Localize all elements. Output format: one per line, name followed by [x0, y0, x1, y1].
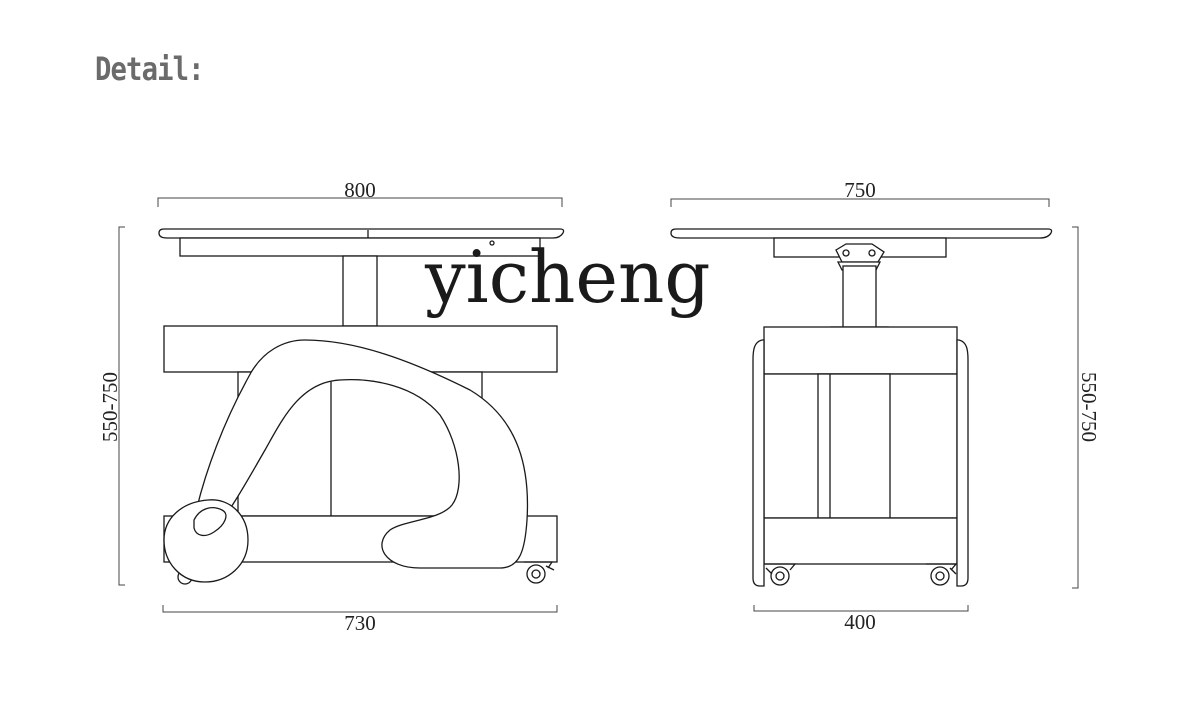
side-base-box [763, 517, 958, 565]
side-rail-left [752, 339, 765, 587]
side-bottom-width-label: 400 [844, 610, 876, 634]
front-curved-arm [192, 339, 529, 569]
side-height-dimension: 550-750 [1072, 226, 1101, 589]
front-height-label: 550-750 [98, 372, 122, 442]
side-caster-left [765, 563, 797, 586]
side-top-width-label: 750 [844, 178, 876, 202]
front-top-dimension: 800 [157, 178, 563, 207]
front-bottom-dimension: 730 [162, 605, 558, 635]
front-top-width-label: 800 [344, 178, 376, 202]
side-column [842, 265, 877, 337]
front-column [342, 255, 378, 327]
front-height-dimension: 550-750 [98, 226, 125, 586]
page-title: Detail: [95, 50, 205, 88]
side-rail-right [956, 339, 969, 587]
front-bottom-width-label: 730 [344, 611, 376, 635]
front-caster-right [524, 561, 555, 584]
side-body [763, 326, 958, 375]
side-top-dimension: 750 [670, 178, 1050, 207]
front-view: 800 550-750 730 [98, 178, 565, 635]
side-bottom-dimension: 400 [753, 605, 969, 634]
watermark-text: yicheng [424, 235, 710, 319]
side-view: 750 550-750 400 [670, 178, 1101, 634]
side-height-label: 550-750 [1077, 372, 1101, 442]
side-caster-right [926, 563, 958, 586]
front-hub [163, 499, 249, 583]
front-tabletop [158, 228, 565, 239]
side-tabletop [670, 228, 1053, 239]
